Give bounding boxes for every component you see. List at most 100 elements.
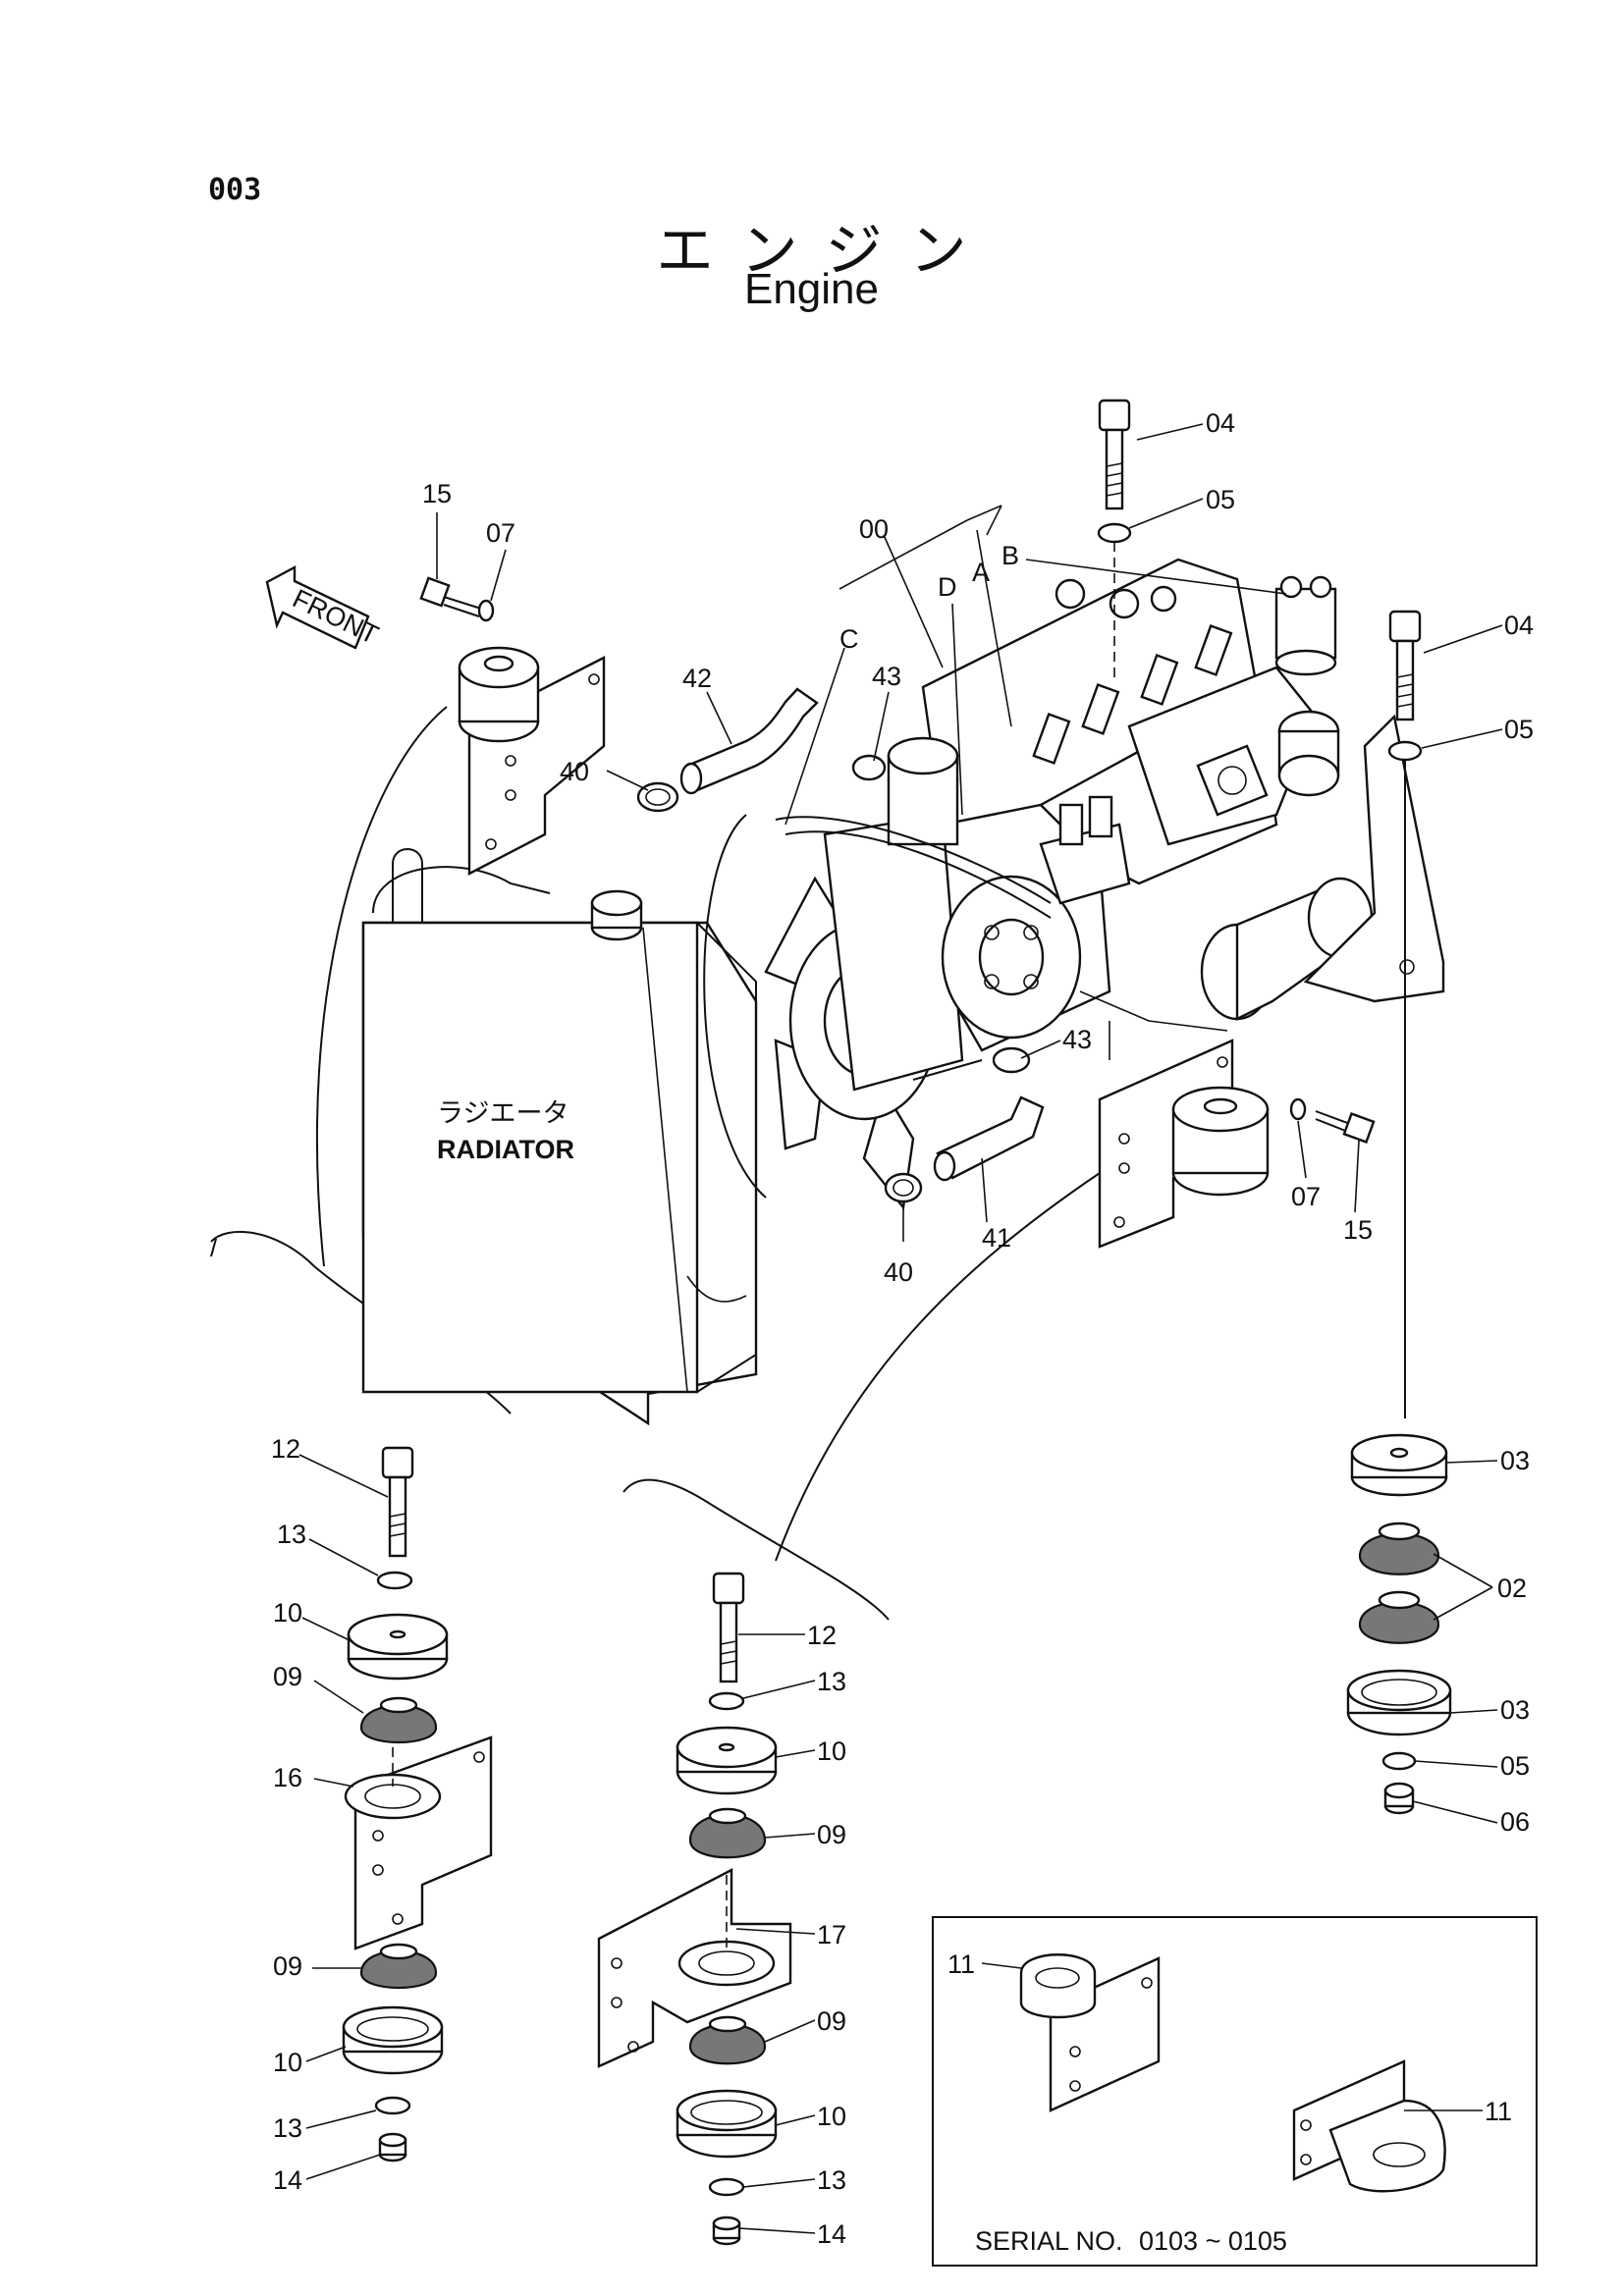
rubber-cushion-02-upper — [1358, 1522, 1440, 1575]
bracket-11-lower — [1292, 2059, 1446, 2193]
radiator: ラジエータ RADIATOR — [361, 848, 758, 1426]
page-title-english: Engine — [743, 265, 879, 313]
frame-outline-sweep — [775, 1172, 1101, 1562]
rubber-09-left-bottom — [359, 1943, 438, 1989]
plate-10-middle-bottom — [676, 2089, 778, 2159]
callout-09: 09 — [817, 1820, 846, 1849]
radiator-label-en: RADIATOR — [437, 1135, 574, 1164]
washer-13-middle-bottom — [708, 2177, 745, 2197]
callout-10: 10 — [273, 2048, 302, 2077]
plate-10-middle-top — [676, 1726, 778, 1795]
stopper-03-upper — [1350, 1433, 1448, 1497]
bolt-15-lower — [1315, 1110, 1376, 1144]
callout-05: 05 — [1206, 485, 1235, 514]
serial-number-range: 0103 ~ 0105 — [1139, 2226, 1287, 2256]
radiator-label-jp: ラジエータ — [437, 1098, 568, 1128]
washer-07-upper — [477, 599, 495, 622]
washer-05-right — [1387, 740, 1423, 762]
bracket-17 — [597, 1868, 792, 2068]
callout-03: 03 — [1500, 1446, 1530, 1475]
hose-clamp-43-lower — [992, 1046, 1031, 1074]
callout-12: 12 — [807, 1621, 837, 1650]
bracket-16 — [344, 1735, 493, 1950]
engine-mount-front-left — [458, 646, 606, 876]
callout-12: 12 — [271, 1434, 300, 1464]
serial-variant-inset: SERIAL NO. 0103 ~ 0105 — [932, 1916, 1538, 2267]
callout-15: 15 — [1343, 1215, 1373, 1245]
engine-mount-front-right — [1098, 1039, 1270, 1249]
callout-13: 13 — [817, 1667, 846, 1696]
callout-43: 43 — [1062, 1025, 1092, 1054]
callout-13: 13 — [277, 1520, 306, 1549]
bolt-12-left — [381, 1446, 414, 1558]
callout-10: 10 — [817, 2102, 846, 2131]
callout-05: 05 — [1504, 715, 1534, 744]
callout-14: 14 — [273, 2165, 302, 2195]
stopper-03-lower — [1346, 1669, 1452, 1736]
callout-B: B — [1001, 541, 1019, 570]
callout-13: 13 — [273, 2113, 302, 2143]
callout-D: D — [938, 572, 957, 602]
callout-14: 14 — [817, 2219, 846, 2249]
frame-outline-upper — [315, 706, 448, 1267]
bolt-15-upper — [419, 576, 482, 617]
callout-00: 00 — [859, 514, 889, 544]
callout-09: 09 — [273, 1951, 302, 1981]
callout-07: 07 — [486, 518, 515, 548]
callout-16: 16 — [273, 1763, 302, 1792]
upper-radiator-hose — [679, 687, 819, 795]
callout-13: 13 — [817, 2165, 846, 2195]
callout-09: 09 — [817, 2006, 846, 2036]
callout-11: 11 — [1485, 2097, 1512, 2126]
bracket-11-upper — [1019, 1953, 1161, 2112]
hose-clamp-40-upper — [636, 781, 679, 813]
callout-C: C — [839, 624, 859, 654]
callout-43: 43 — [872, 662, 901, 691]
callout-06: 06 — [1500, 1807, 1530, 1837]
callout-10: 10 — [273, 1598, 302, 1628]
callout-17: 17 — [817, 1920, 846, 1949]
rubber-09-middle-bottom — [688, 2015, 767, 2065]
callout-03: 03 — [1500, 1695, 1530, 1725]
washer-13-middle-top — [708, 1691, 745, 1711]
callout-15: 15 — [422, 479, 452, 508]
bolt-04-left — [1098, 399, 1131, 510]
page-number: 003 — [208, 173, 262, 207]
rubber-09-middle-top — [688, 1807, 767, 1859]
lower-radiator-hose — [933, 1095, 1045, 1182]
callout-05: 05 — [1500, 1751, 1530, 1781]
washer-13-left-top — [376, 1571, 413, 1590]
engine-block — [775, 558, 1445, 1092]
callout-40: 40 — [884, 1257, 913, 1287]
front-arrow-icon: FRONT — [265, 564, 383, 650]
callout-04: 04 — [1504, 611, 1534, 640]
callout-10: 10 — [817, 1736, 846, 1766]
plate-10-left-top — [347, 1613, 449, 1681]
callout-41: 41 — [982, 1223, 1011, 1253]
callout-labels: 04 05 00 B A D C 15 07 04 05 42 43 40 43… — [271, 408, 1534, 2249]
rubber-cushion-02-lower — [1358, 1590, 1440, 1644]
callout-09: 09 — [273, 1662, 302, 1691]
page-title-japanese: エンジン — [656, 217, 995, 284]
hose-clamp-43-upper — [851, 754, 887, 781]
callout-02: 02 — [1497, 1574, 1527, 1603]
rubber-09-left-top — [359, 1696, 438, 1743]
callout-42: 42 — [682, 664, 712, 693]
nut-06 — [1383, 1782, 1415, 1815]
leader-lines — [298, 423, 1503, 2234]
serial-number-prefix: SERIAL NO. — [975, 2226, 1123, 2256]
washer-07-lower — [1289, 1097, 1307, 1121]
nut-14-left — [378, 2132, 407, 2163]
callout-A: A — [972, 558, 990, 587]
callout-11: 11 — [947, 1949, 975, 1979]
bolt-04-right — [1388, 610, 1422, 721]
washer-13-left-bottom — [374, 2096, 411, 2115]
bolt-12-middle — [712, 1572, 745, 1683]
washer-05-left — [1097, 522, 1132, 544]
hose-clamp-40-lower — [884, 1172, 923, 1203]
nut-14-middle — [712, 2216, 741, 2246]
frame-outline-lower — [622, 1478, 890, 1621]
front-label: FRONT — [288, 583, 383, 650]
callout-07: 07 — [1291, 1182, 1321, 1211]
